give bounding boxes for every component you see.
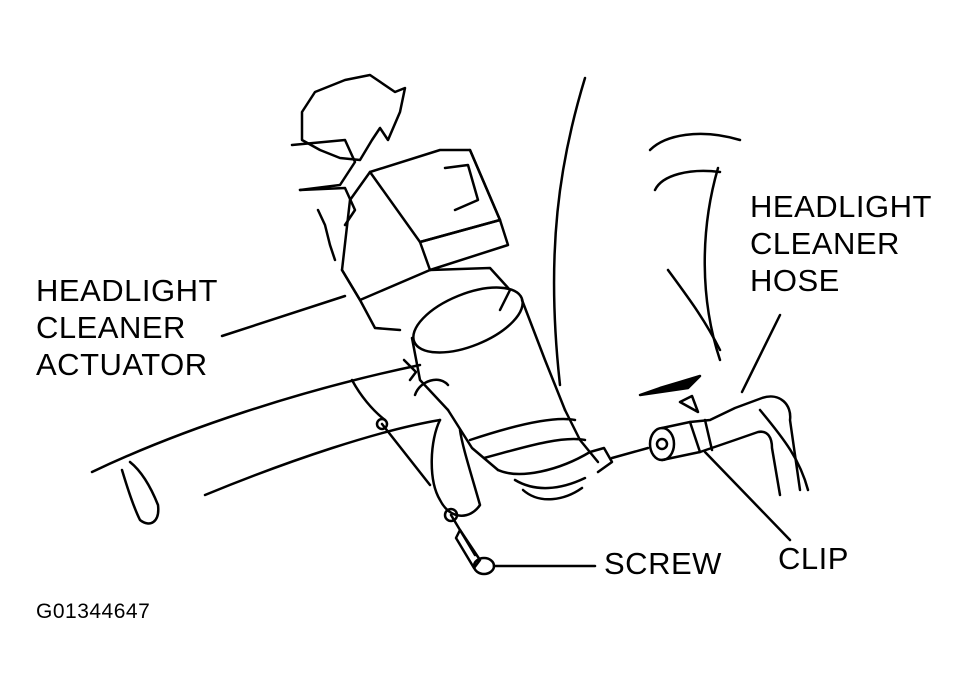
screw-icon bbox=[449, 513, 597, 576]
actuator-label-line-3: ACTUATOR bbox=[36, 347, 208, 382]
mounting-tab bbox=[350, 358, 482, 523]
hose-label-line-1: HEADLIGHT bbox=[750, 189, 932, 224]
actuator-housing bbox=[340, 148, 512, 332]
screw-label: SCREW bbox=[604, 546, 722, 581]
bumper-outline bbox=[90, 76, 810, 525]
actuator-label: HEADLIGHT CLEANER ACTUATOR bbox=[36, 272, 218, 383]
hose-label-line-2: CLEANER bbox=[750, 226, 900, 261]
hose-label: HEADLIGHT CLEANER HOSE bbox=[750, 188, 932, 299]
cleaner-hose bbox=[610, 374, 802, 497]
clip-label: CLIP bbox=[778, 541, 849, 576]
figure-code: G01344647 bbox=[36, 600, 151, 623]
actuator-bracket bbox=[290, 73, 407, 262]
actuator-cylinder bbox=[410, 286, 614, 501]
actuator-label-line-1: HEADLIGHT bbox=[36, 273, 218, 308]
leader-lines bbox=[220, 294, 792, 542]
hose-label-line-3: HOSE bbox=[750, 263, 840, 298]
actuator-label-line-2: CLEANER bbox=[36, 310, 186, 345]
